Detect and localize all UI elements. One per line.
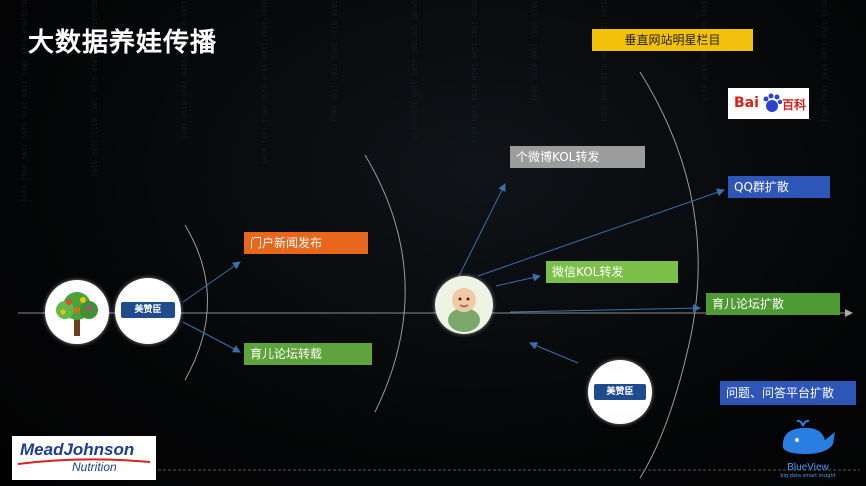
blueview-name: BlueView [787, 462, 829, 473]
parenting-forum-spread-label: 育儿论坛扩散 [706, 293, 840, 315]
matrix-bg: 0101 1001 1100 1010 0110 0011 1101 0101 [260, 0, 268, 165]
matrix-bg: BIGDATA 0101 1010 0110 1001 0111 1100 01… [90, 0, 98, 178]
whale-icon [782, 419, 835, 454]
brand-logo-circle: 美赞臣 [115, 278, 181, 344]
arc-1 [184, 224, 208, 381]
vertical-star-column-label: 垂直网站明星栏目 [592, 29, 753, 51]
brand-badge: 美赞臣 [594, 384, 646, 400]
arrow-forum [182, 321, 241, 353]
wechat-kol-label: 微信KOL转发 [546, 261, 678, 283]
slide-title: 大数据养娃传播 [28, 28, 218, 58]
arrow-forum2 [509, 304, 701, 313]
mead-johnson-name: MeadJohnson [20, 440, 135, 459]
mead-johnson-nutrition: Nutrition [72, 460, 117, 474]
baby-icon [435, 276, 493, 334]
arrow-portal [182, 261, 241, 303]
portal-news-label: 门户新闻发布 [244, 232, 368, 254]
brand-logo-circle-2: 美赞臣 [588, 360, 652, 424]
mead-johnson-logo: MeadJohnson Nutrition [12, 436, 156, 480]
weibo-kol-label: 个微博KOL转发 [510, 146, 645, 168]
arrow-qq [477, 188, 725, 277]
matrix-bg: 0101 1100 1010 0110 1001 0011 [600, 0, 608, 123]
matrix-bg: 0110 1001 1100 1010 0101 1101 0011 [470, 0, 478, 144]
blueview-logo: BlueView big data smart insight [775, 418, 841, 482]
tree-logo-icon [45, 280, 109, 344]
parenting-forum-repost-label: 育儿论坛转载 [244, 343, 372, 365]
arc-2 [364, 154, 406, 413]
baidu-text: Bai [734, 95, 759, 111]
matrix-bg: 0110 1010 1100 0101 1001 0011 [820, 0, 828, 123]
arc-3 [639, 71, 699, 479]
arrow-wechat [495, 273, 541, 287]
paw-icon [763, 93, 782, 112]
blueview-tagline: big data smart insight [780, 473, 836, 479]
baidu-baike-logo: Bai 百科 [728, 88, 809, 119]
matrix-bg: SMART INSIGHT 0101 1100 1010 0110 [410, 0, 418, 140]
qa-platform-label: 问题、问答平台扩散 [720, 381, 856, 405]
matrix-bg: 1010 0101 1100 0110 1001 [530, 0, 538, 102]
arrow-weibo [457, 183, 506, 279]
matrix-bg: 01101010 0110 1001 1100 1010 0101 1101 0… [20, 0, 28, 203]
brand-badge: 美赞臣 [121, 302, 175, 318]
qq-group-label: QQ群扩散 [728, 176, 830, 198]
arrow-back [529, 342, 579, 364]
matrix-bg: 1100 0101 BLUEVIEW 1010 0110 1001 [180, 0, 188, 140]
matrix-bg: 1010 0110 1001 0101 1100 0011 [330, 0, 338, 123]
baike-text: 百科 [782, 98, 807, 112]
